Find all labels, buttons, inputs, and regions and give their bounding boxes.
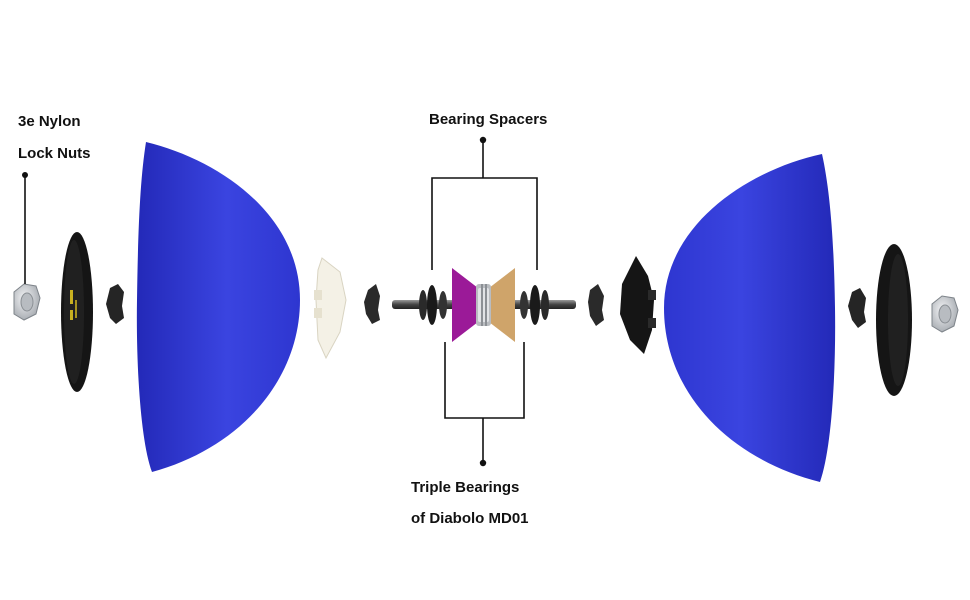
bearing-spacers-dot bbox=[479, 136, 487, 144]
right-lock-nut bbox=[931, 295, 959, 333]
left-black-clip bbox=[364, 284, 380, 324]
left-small-knob bbox=[106, 284, 124, 324]
triple-bearings-label-line1: Triple Bearings bbox=[411, 479, 520, 496]
bearing-spacers-label: Bearing Spacers bbox=[429, 111, 548, 128]
lock-nuts-dot bbox=[22, 172, 28, 178]
bearing-spacer-tan bbox=[489, 268, 515, 342]
triple-bearings-label-line2: of Diabolo MD01 bbox=[411, 510, 529, 527]
lock-nuts-label-line2: Lock Nuts bbox=[18, 145, 91, 162]
left-lock-nut bbox=[13, 283, 41, 321]
bearing-spacers-callout bbox=[431, 140, 538, 270]
lock-nuts-label-line1: 3e Nylon bbox=[18, 113, 81, 130]
right-end-disc bbox=[876, 244, 912, 396]
bearing-spacer-purple bbox=[452, 268, 478, 342]
axle-washers-left bbox=[419, 285, 447, 325]
right-black-hub bbox=[620, 256, 656, 354]
right-black-clip bbox=[588, 284, 604, 326]
axle-washers-right bbox=[520, 285, 549, 325]
triple-bearings-dot bbox=[479, 459, 487, 467]
right-blue-cup bbox=[664, 154, 836, 482]
triple-bearings-callout bbox=[444, 342, 525, 462]
left-blue-cup bbox=[136, 142, 300, 472]
right-small-knob bbox=[848, 288, 866, 328]
left-white-hub bbox=[314, 257, 347, 360]
left-end-disc bbox=[61, 232, 93, 392]
triple-bearings bbox=[476, 284, 491, 326]
